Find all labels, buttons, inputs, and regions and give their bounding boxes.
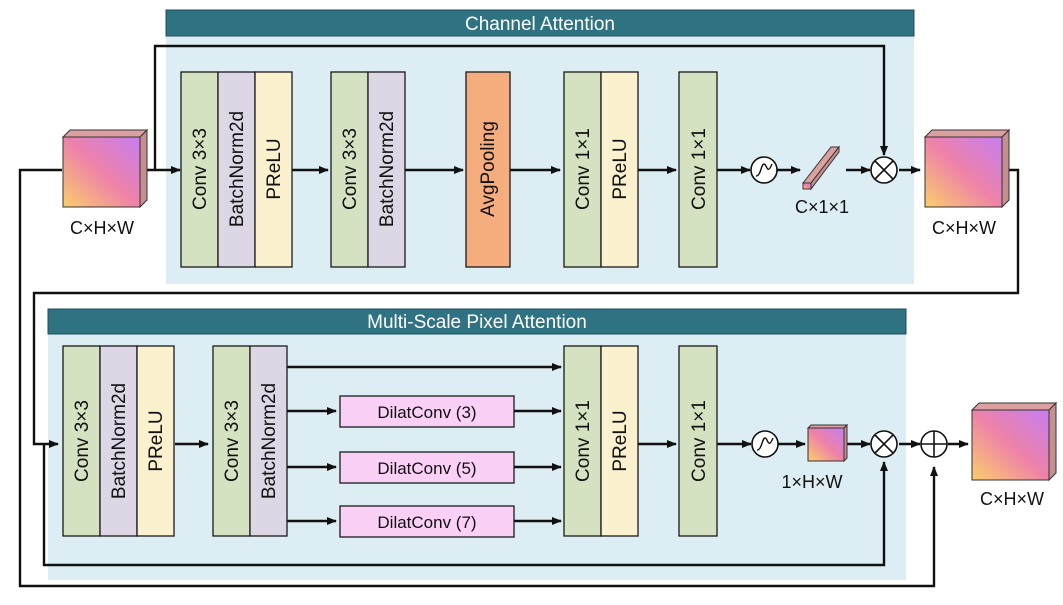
pa-conv3x3-label-2: Conv 3×3: [222, 400, 243, 482]
pa-conv1x1-label-1: Conv 1×1: [573, 400, 594, 482]
channel-weight-dim-label: C×1×1: [795, 197, 849, 217]
pa-prelu-block-1: [136, 345, 175, 537]
dilatconv-5-label: DilatConv (5): [377, 459, 476, 478]
ca-conv3x3-label-1: Conv 3×3: [190, 128, 211, 210]
pa-multiply-icon: [870, 430, 898, 458]
ca-prelu-label-2: PReLU: [610, 138, 631, 199]
add-icon: [920, 430, 948, 458]
pixel-weight-dim-label: 1×H×W: [781, 472, 842, 492]
ca-conv1x1-label-1: Conv 1×1: [573, 128, 594, 210]
dilatconv-5-block: [339, 451, 515, 484]
pa-conv1x1-label-2: Conv 1×1: [689, 400, 710, 482]
pa-prelu-label-1: PReLU: [146, 410, 167, 471]
pa-sigmoid-icon: [751, 430, 779, 458]
channel-attention-title: Channel Attention: [465, 14, 615, 35]
ca-conv1x1-block-1: [563, 71, 602, 268]
ca-prelu-block-1: [254, 71, 293, 268]
ca-batchnorm-label-1: BatchNorm2d: [227, 111, 248, 227]
pa-batchnorm-label-2: BatchNorm2d: [259, 383, 280, 499]
pixel-attention-title: Multi-Scale Pixel Attention: [367, 312, 587, 333]
ca-conv1x1-label-2: Conv 1×1: [689, 128, 710, 210]
final-output-cube: [970, 401, 1058, 482]
ca-conv1x1-block-2: [678, 71, 718, 268]
pa-conv3x3-block-1: [62, 345, 101, 537]
ca-prelu-label-1: PReLU: [264, 138, 285, 199]
ca-multiply-icon: [870, 156, 898, 184]
dilatconv-3-block: [339, 395, 515, 428]
final-output-dim-label: C×H×W: [980, 489, 1044, 509]
ca-conv3x3-label-2: Conv 3×3: [340, 128, 361, 210]
dilatconv-7-label: DilatConv (7): [377, 513, 476, 532]
ca-avgpooling-label: AvgPooling: [478, 121, 499, 217]
channel-attention-title-bar: [165, 9, 915, 37]
input-feature-cube: [61, 128, 149, 209]
ca-prelu-block-2: [600, 71, 639, 268]
ca-conv3x3-block-1: [180, 71, 219, 268]
dilatconv-7-block: [339, 505, 515, 538]
ca-avgpooling-block: [465, 71, 511, 268]
pa-conv3x3-label-1: Conv 3×3: [72, 400, 93, 482]
pa-prelu-block-2: [600, 345, 639, 537]
pa-batchnorm-block-1: [99, 345, 138, 537]
pa-batchnorm-block-2: [249, 345, 288, 537]
pixel-attention-title-bar: [47, 308, 907, 335]
channel-output-cube: [923, 128, 1011, 209]
channel-weight-vector: [801, 145, 841, 191]
pixel-weight-map: [806, 423, 849, 463]
ca-batchnorm-label-2: BatchNorm2d: [377, 111, 398, 227]
input-dim-label: C×H×W: [70, 218, 134, 238]
pa-conv1x1-block-2: [678, 345, 718, 537]
connections: [18, 44, 1020, 588]
pa-prelu-label-2: PReLU: [610, 410, 631, 471]
pa-batchnorm-label-1: BatchNorm2d: [109, 383, 130, 499]
pa-conv1x1-block-1: [563, 345, 602, 537]
dilatconv-3-label: DilatConv (3): [377, 403, 476, 422]
channel-output-dim-label: C×H×W: [932, 218, 996, 238]
ca-sigmoid-icon: [750, 156, 778, 184]
ca-batchnorm-block-2: [367, 71, 406, 268]
